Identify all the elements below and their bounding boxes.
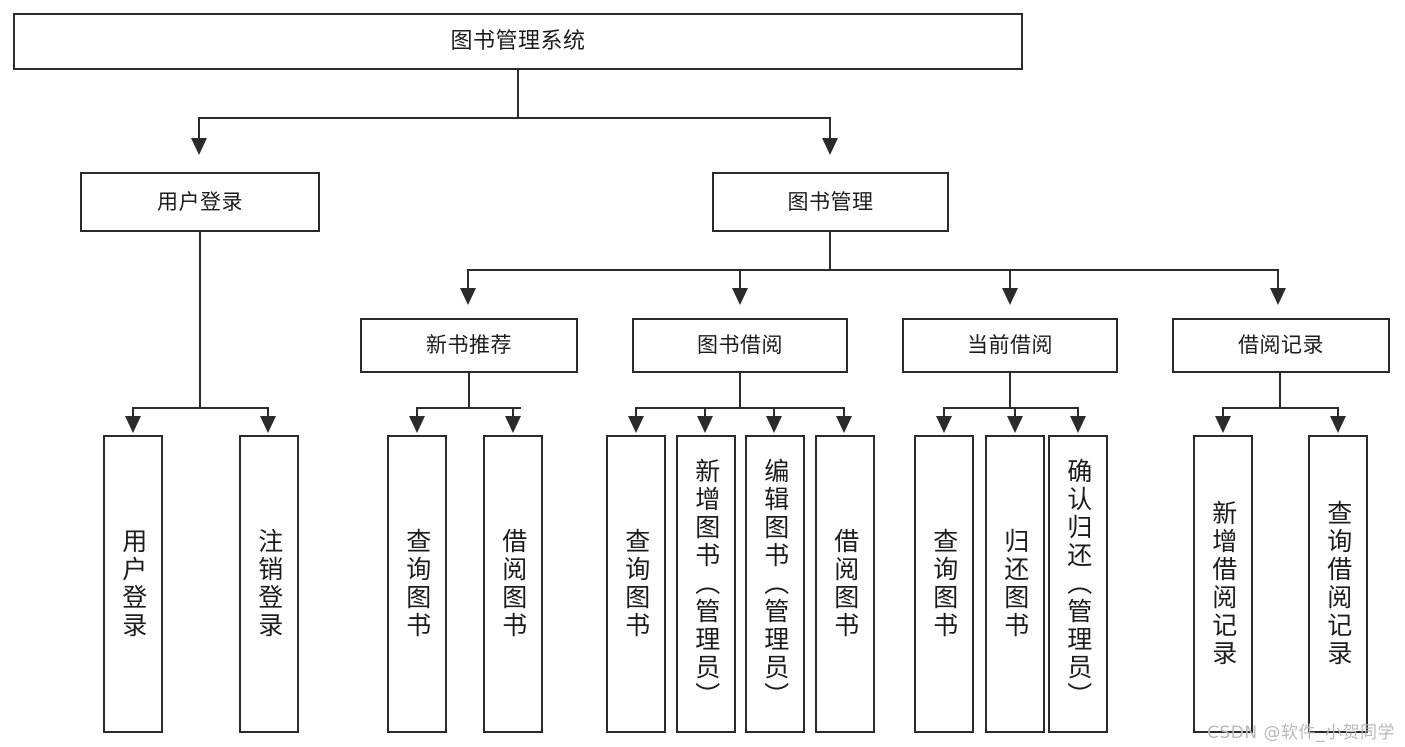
- arrowhead-book-management: [822, 138, 838, 155]
- node-label: 新书推荐: [426, 333, 512, 358]
- connector-drop-book-borrow: [739, 269, 741, 291]
- connector-new-book-bus: [416, 407, 521, 409]
- connector-drop-borrow-record: [1277, 269, 1279, 291]
- arrowhead-leaf-add-book: [697, 416, 713, 433]
- node-label: 新增图书（管理员）: [691, 458, 721, 710]
- connector-drop-leaf-query-book-2: [635, 407, 637, 419]
- leaf-user-login[interactable]: 用户登录: [103, 435, 163, 733]
- leaf-query-borrow-record[interactable]: 查询借阅记录: [1308, 435, 1368, 733]
- node-new-book-recommend[interactable]: 新书推荐: [360, 318, 578, 373]
- connector-drop-leaf-query-book-3: [943, 407, 945, 419]
- leaf-borrow-book-recommend[interactable]: 借阅图书: [483, 435, 543, 733]
- node-root-book-management-system[interactable]: 图书管理系统: [13, 13, 1023, 70]
- connector-drop-leaf-add-book: [704, 407, 706, 419]
- node-label: 编辑图书（管理员）: [760, 458, 790, 710]
- arrowhead-leaf-add-record: [1215, 416, 1231, 433]
- connector-drop-leaf-logout: [267, 407, 269, 419]
- node-label: 图书借阅: [697, 333, 783, 358]
- node-label: 查询图书: [402, 528, 432, 640]
- leaf-return-book[interactable]: 归还图书: [985, 435, 1045, 733]
- arrowhead-leaf-borrow-book-1: [505, 416, 521, 433]
- leaf-borrow-book[interactable]: 借阅图书: [815, 435, 875, 733]
- node-current-borrow[interactable]: 当前借阅: [902, 318, 1118, 373]
- node-label: 查询借阅记录: [1323, 500, 1353, 668]
- arrowhead-leaf-confirm-return: [1070, 416, 1086, 433]
- node-label: 归还图书: [1000, 528, 1030, 640]
- node-label: 查询图书: [929, 528, 959, 640]
- connector-drop-leaf-borrow-book-2: [843, 407, 845, 419]
- arrowhead-leaf-user-login: [125, 416, 141, 433]
- leaf-add-borrow-record[interactable]: 新增借阅记录: [1193, 435, 1253, 733]
- node-user-login[interactable]: 用户登录: [80, 172, 320, 232]
- node-borrow-record[interactable]: 借阅记录: [1172, 318, 1390, 373]
- connector-drop-leaf-user-login: [132, 407, 134, 419]
- connector-user-login-bus: [132, 407, 269, 409]
- node-label: 借阅记录: [1238, 333, 1324, 358]
- connector-drop-leaf-query-record: [1337, 407, 1339, 419]
- arrowhead-borrow-record: [1270, 288, 1286, 305]
- arrowhead-current-borrow: [1002, 288, 1018, 305]
- connector-level2-bus: [198, 117, 831, 119]
- connector-drop-new-book: [467, 269, 469, 291]
- arrowhead-leaf-return-book: [1007, 416, 1023, 433]
- watermark-text: CSDN @软件_小贺同学: [1207, 723, 1395, 743]
- leaf-query-book-current[interactable]: 查询图书: [914, 435, 974, 733]
- connector-drop-leaf-add-record: [1222, 407, 1224, 419]
- connector-drop-current-borrow: [1009, 269, 1011, 291]
- node-label: 图书管理系统: [450, 28, 586, 54]
- arrowhead-leaf-edit-book: [766, 416, 782, 433]
- leaf-query-book-recommend[interactable]: 查询图书: [387, 435, 447, 733]
- connector-root-stem: [517, 70, 519, 118]
- connector-book-borrow-stem: [739, 373, 741, 408]
- connector-drop-book-management: [829, 117, 831, 142]
- connector-drop-leaf-return-book: [1014, 407, 1016, 419]
- connector-current-borrow-bus: [943, 407, 1079, 409]
- leaf-logout[interactable]: 注销登录: [239, 435, 299, 733]
- node-label: 借阅图书: [830, 528, 860, 640]
- connector-drop-leaf-query-book-1: [416, 407, 418, 419]
- node-label: 借阅图书: [498, 528, 528, 640]
- connector-drop-leaf-edit-book: [773, 407, 775, 419]
- arrowhead-new-book: [460, 288, 476, 305]
- connector-drop-user-login: [198, 117, 200, 142]
- connector-drop-leaf-confirm-return: [1077, 407, 1079, 419]
- leaf-add-book-admin[interactable]: 新增图书（管理员）: [676, 435, 736, 733]
- arrowhead-leaf-query-book-3: [936, 416, 952, 433]
- connector-level3-bus: [467, 269, 1279, 271]
- node-label: 注销登录: [254, 528, 284, 640]
- connector-borrow-record-stem: [1279, 373, 1281, 408]
- connector-user-login-stem: [199, 232, 201, 408]
- node-label: 查询图书: [621, 528, 651, 640]
- node-label: 当前借阅: [967, 333, 1053, 358]
- node-book-management[interactable]: 图书管理: [712, 172, 949, 232]
- connector-current-borrow-stem: [1009, 373, 1011, 408]
- connector-new-book-stem: [468, 373, 470, 408]
- arrowhead-leaf-logout: [260, 416, 276, 433]
- arrowhead-leaf-query-record: [1330, 416, 1346, 433]
- arrowhead-leaf-query-book-1: [409, 416, 425, 433]
- connector-book-borrow-bus: [635, 407, 843, 409]
- arrowhead-book-borrow: [732, 288, 748, 305]
- node-label: 用户登录: [157, 189, 243, 214]
- connector-borrow-record-bus: [1222, 407, 1339, 409]
- leaf-confirm-return-admin[interactable]: 确认归还（管理员）: [1048, 435, 1108, 733]
- leaf-edit-book-admin[interactable]: 编辑图书（管理员）: [745, 435, 805, 733]
- node-label: 用户登录: [118, 528, 148, 640]
- node-book-borrow[interactable]: 图书借阅: [632, 318, 848, 373]
- node-label: 新增借阅记录: [1208, 500, 1238, 668]
- arrowhead-leaf-query-book-2: [628, 416, 644, 433]
- node-label: 图书管理: [787, 189, 874, 214]
- leaf-query-book-borrow[interactable]: 查询图书: [606, 435, 666, 733]
- node-label: 确认归还（管理员）: [1063, 458, 1093, 710]
- arrowhead-user-login: [191, 138, 207, 155]
- connector-book-management-stem: [829, 232, 831, 271]
- connector-drop-leaf-borrow-book-1: [512, 407, 514, 419]
- arrowhead-leaf-borrow-book-2: [836, 416, 852, 433]
